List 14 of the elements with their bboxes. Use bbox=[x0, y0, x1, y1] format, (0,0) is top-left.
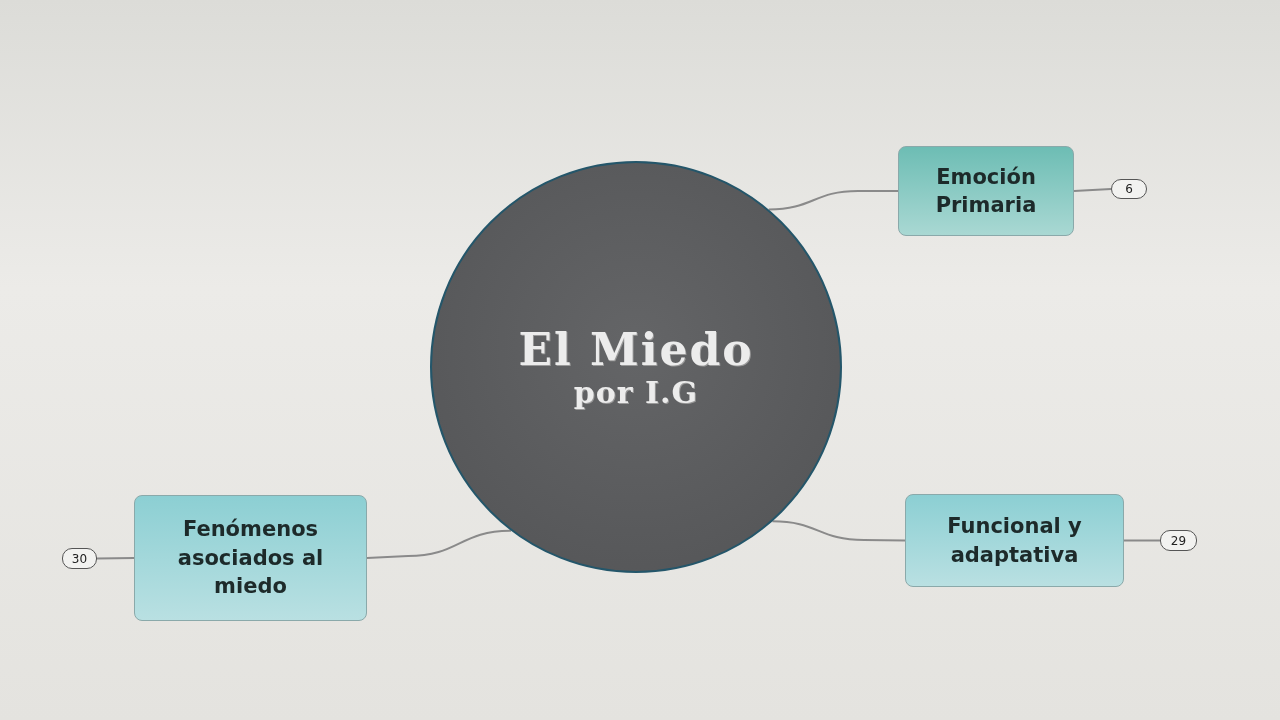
connector-line bbox=[96, 557, 135, 560]
connector-line bbox=[366, 529, 512, 559]
count-badge: 6 bbox=[1111, 179, 1147, 199]
subtitle-text: por I.G bbox=[573, 375, 699, 410]
topic-box: Emoción Primaria bbox=[898, 146, 1074, 236]
connector-line bbox=[771, 520, 906, 542]
connector-line bbox=[1073, 188, 1112, 192]
connector-line bbox=[767, 190, 899, 211]
count-badge: 30 bbox=[62, 548, 97, 569]
topic-box: Funcional y adaptativa bbox=[905, 494, 1124, 587]
title-text: El Miedo bbox=[518, 324, 754, 375]
count-badge: 29 bbox=[1160, 530, 1197, 551]
topic-box: Fenómenos asociados al miedo bbox=[134, 495, 367, 621]
connector-line bbox=[1123, 539, 1161, 542]
